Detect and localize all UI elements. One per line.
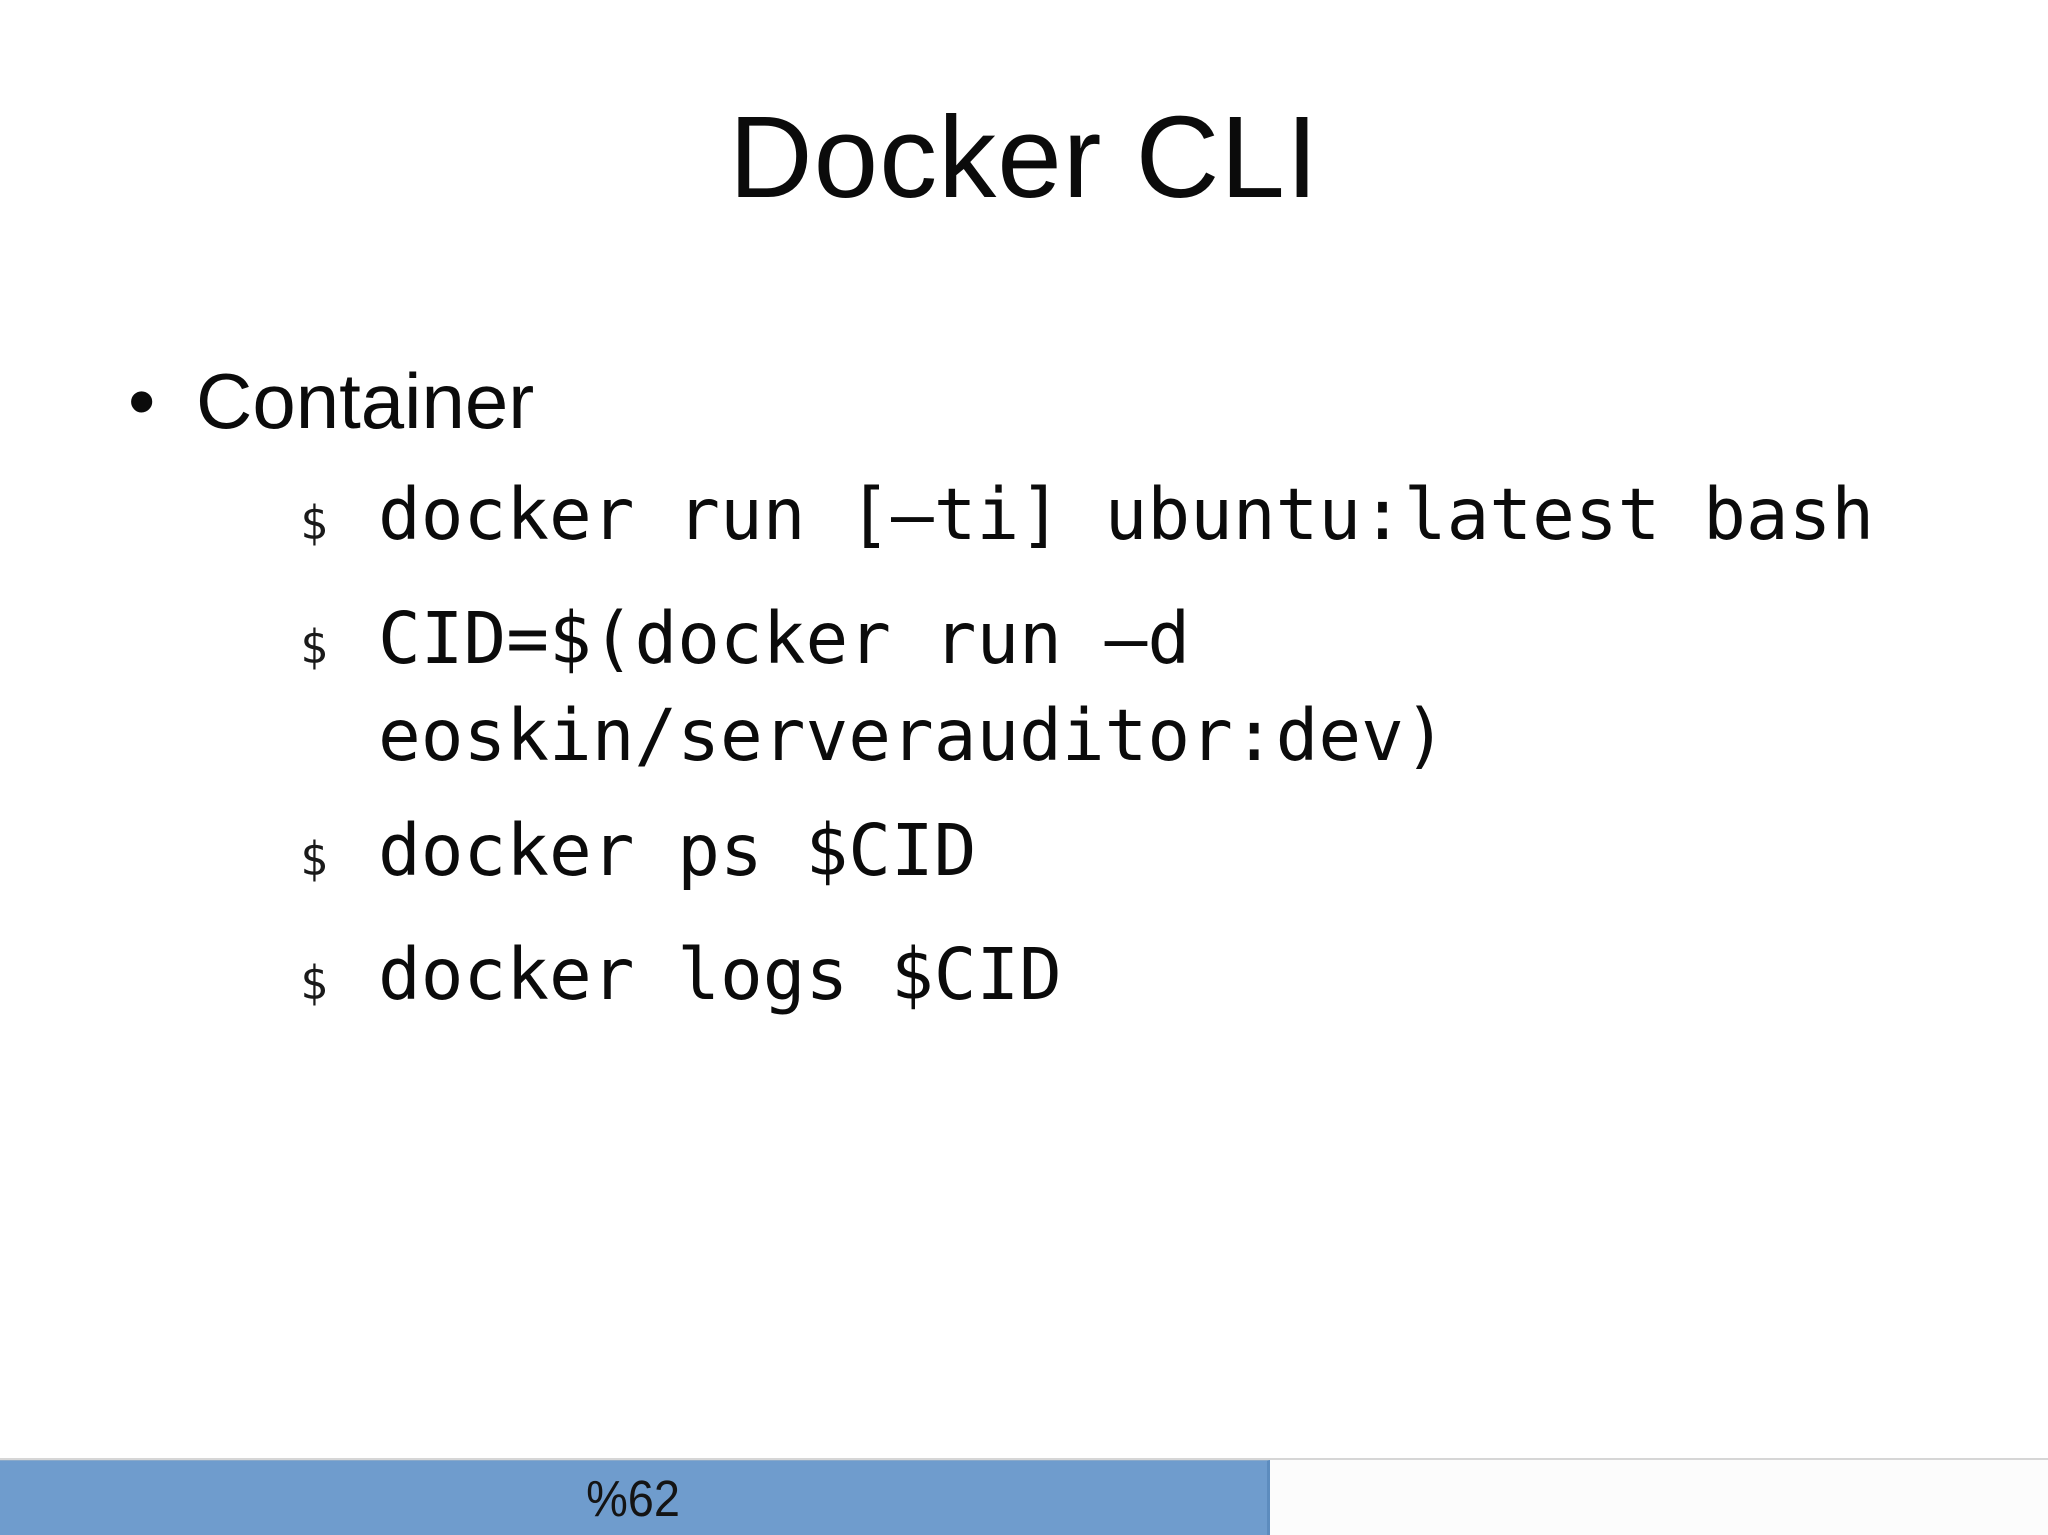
shell-prompt: $	[300, 956, 328, 1010]
progress-fill: %62	[0, 1460, 1270, 1535]
shell-prompt: $	[300, 832, 328, 886]
progress-track: %62	[0, 1458, 2048, 1535]
progress-percent-label: %62	[586, 1469, 681, 1527]
shell-prompt: $	[300, 496, 328, 550]
command-text: docker logs $CID	[378, 933, 1062, 1016]
command-text: CID=$(docker run –d eoskin/serverauditor…	[378, 597, 1447, 777]
code-block: $ docker run [–ti] ubuntu:latest bash $ …	[300, 466, 1948, 1050]
command-text: docker ps $CID	[378, 809, 977, 892]
bullet-icon: •	[128, 357, 156, 445]
code-line-docker-run: $ docker run [–ti] ubuntu:latest bash	[300, 466, 1948, 572]
bullet-item-container: • Container	[128, 356, 534, 447]
bullet-label: Container	[196, 357, 535, 445]
slide-title: Docker CLI	[728, 92, 1320, 222]
code-line-docker-ps: $ docker ps $CID	[300, 802, 1948, 908]
command-text: docker run [–ti] ubuntu:latest bash	[378, 473, 1875, 556]
code-line-cid-assign: $ CID=$(docker run –d eoskin/serveraudit…	[300, 590, 1948, 784]
shell-prompt: $	[300, 620, 328, 674]
code-line-docker-logs: $ docker logs $CID	[300, 926, 1948, 1032]
